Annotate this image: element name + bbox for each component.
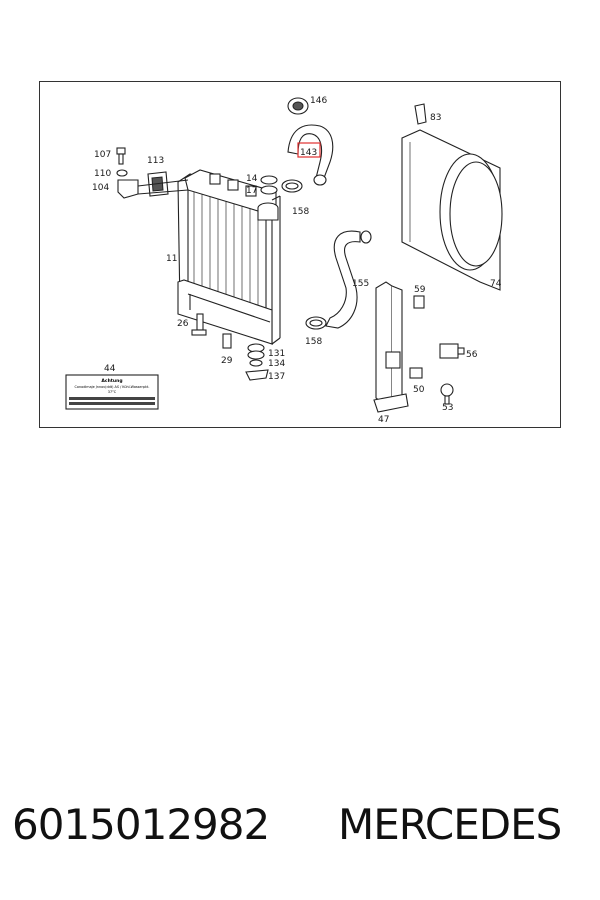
part-number: 6015012982 [12,800,270,849]
warning-label-barcode-1 [69,397,155,400]
bracket-104 [117,179,139,199]
highlight-box-143 [297,142,321,158]
label-56[interactable]: 56 [466,350,478,360]
label-44[interactable]: 44 [104,364,116,374]
label-158-upper[interactable]: 158 [292,207,309,217]
washer-110 [116,169,128,177]
seal-17 [260,185,278,195]
label-26[interactable]: 26 [177,319,189,329]
label-137[interactable]: 137 [268,372,285,382]
sensor-56 [439,343,465,359]
warning-label-line2: 37°C [108,390,117,394]
label-104[interactable]: 104 [92,183,109,193]
cap-14 [260,175,278,185]
radiator [177,169,281,346]
radiator-exploded-view: Achtung Conodimaje Jnnov(ddt) AS / Kühl-… [65,96,503,425]
label-113[interactable]: 113 [147,156,164,166]
label-155[interactable]: 155 [352,279,369,289]
warning-label-44: Achtung Conodimaje Jnnov(ddt) AS / Kühl-… [65,374,159,410]
label-74[interactable]: 74 [490,279,502,289]
bolt-107 [116,147,126,165]
label-17[interactable]: 17 [246,186,257,196]
label-11[interactable]: 11 [166,254,177,264]
label-131[interactable]: 131 [268,349,285,359]
label-47[interactable]: 47 [378,415,389,425]
clip-59 [413,295,425,309]
hose-clamp-158-upper [281,179,303,193]
warning-label-line1: Conodimaje Jnnov(ddt) AS / Kühl-Wasserpk… [75,385,150,389]
label-146[interactable]: 146 [310,96,327,106]
lower-radiator-hose-155 [325,230,372,329]
clamp-146 [287,97,309,115]
label-29[interactable]: 29 [221,356,233,366]
fan-shroud-74 [401,129,503,291]
label-110[interactable]: 110 [94,169,111,179]
brand-name: MERCEDES [338,800,562,849]
mount-stack-131-134-137 [245,343,269,381]
plug-29 [222,333,232,349]
hose-clamp-158-lower [305,316,327,330]
label-107[interactable]: 107 [94,150,111,160]
warning-label-barcode-2 [69,402,155,405]
label-50[interactable]: 50 [413,385,425,395]
parts-diagram: Achtung Conodimaje Jnnov(ddt) AS / Kühl-… [39,81,561,428]
part-footer: 6015012982 MERCEDES [12,800,592,860]
drain-valve-26 [191,313,207,336]
part-50 [409,367,423,379]
warning-label-title: Achtung [101,378,122,384]
label-59[interactable]: 59 [414,285,426,295]
label-134[interactable]: 134 [268,359,285,369]
label-158-lower[interactable]: 158 [305,337,322,347]
label-83[interactable]: 83 [430,113,441,123]
clip-83 [414,103,427,125]
label-53[interactable]: 53 [442,403,453,413]
upper-radiator-hose-143[interactable] [287,124,334,186]
bolt-53 [440,383,454,405]
label-143[interactable]: 143 [300,148,317,158]
label-14[interactable]: 14 [246,174,258,184]
side-bracket-47 [373,281,409,413]
